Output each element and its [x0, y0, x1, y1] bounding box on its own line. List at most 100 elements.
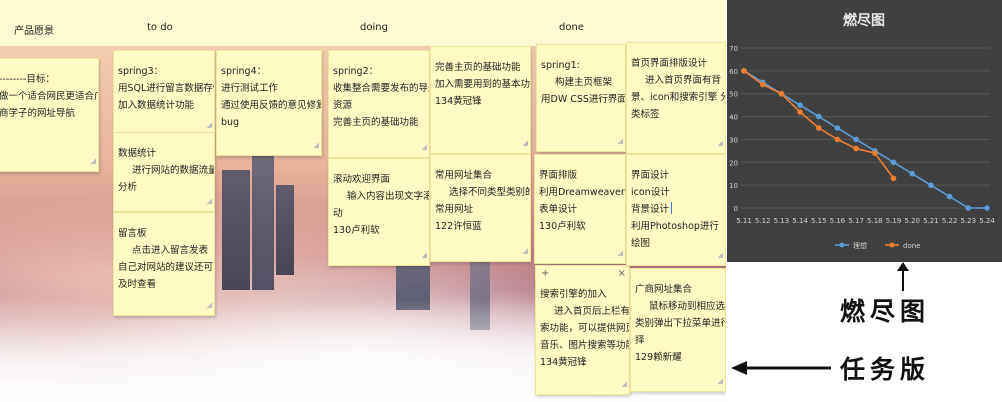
y-tick-label: 0	[734, 205, 738, 213]
note-line: 首页界面排版设计	[631, 58, 708, 69]
legend-label: done	[903, 242, 920, 250]
note-layout[interactable]: 界面排版利用Dreamweaver进行表单设计130卢利软◢	[534, 154, 626, 264]
data-point	[834, 136, 841, 143]
data-point	[984, 205, 990, 211]
note-line: spring3：	[118, 66, 164, 77]
resize-grip-icon[interactable]: ◢	[206, 121, 212, 129]
note-line: 资源	[333, 100, 353, 111]
note-line: 构建主页框架	[555, 77, 613, 88]
note-line: spring4：	[221, 66, 267, 77]
col-backlog-title: 产品愿景	[14, 26, 54, 37]
note-line: 进行网站的数据流量	[132, 165, 215, 176]
data-point	[909, 170, 916, 177]
note-line: 做一个适合网民更适合广	[0, 91, 99, 102]
resize-grip-icon[interactable]: ◢	[421, 251, 427, 259]
note-toolbar: +×	[536, 266, 629, 279]
note-line: 选择不同类型类别的	[449, 187, 531, 198]
note-line: 完善主页的基础功能	[435, 62, 521, 73]
note-line: 通过使用反馈的意见修复	[221, 100, 322, 111]
note-line: 利用Photoshop进行	[631, 221, 719, 232]
resize-grip-icon[interactable]: ◢	[313, 141, 319, 149]
resize-grip-icon[interactable]: ◢	[617, 137, 623, 145]
resize-grip-icon[interactable]: ◢	[717, 251, 723, 259]
resize-grip-icon[interactable]: ◢	[206, 197, 212, 205]
resize-grip-icon[interactable]: ◢	[421, 143, 427, 151]
y-tick-label: 60	[729, 68, 738, 76]
resize-grip-icon[interactable]: ◢	[90, 157, 96, 165]
note-line: bug	[221, 117, 240, 128]
resize-grip-icon[interactable]: ◢	[522, 247, 528, 255]
x-tick-label: 5.17	[848, 217, 864, 225]
resize-grip-icon[interactable]: ◢	[522, 139, 528, 147]
resize-grip-icon[interactable]: ◢	[206, 301, 212, 309]
city-tower	[276, 185, 294, 275]
x-tick-label: 5.14	[792, 217, 808, 225]
resize-grip-icon[interactable]: ◢	[717, 377, 723, 385]
col-todo-title: to do	[147, 22, 173, 33]
chart-title: 燃尽图	[843, 12, 885, 29]
legend-label: 理想	[853, 241, 867, 250]
note-line: 类标签	[631, 109, 660, 120]
data-point	[928, 182, 934, 188]
col-doing-title: doing	[360, 22, 388, 33]
x-tick-label: 5.21	[923, 217, 939, 225]
note-line: 数据统计	[118, 148, 157, 159]
note-goal[interactable]: --------目标：做一个适合网民更适合广商学子的网址导航◢	[0, 58, 99, 172]
resize-grip-icon[interactable]: ◢	[717, 139, 723, 147]
note-guestbook[interactable]: 留言板点击进入留言发表自己对网站的建议还可以及时查看◢	[113, 212, 215, 316]
callout-taskboard: 任务版	[840, 355, 931, 384]
note-line: icon设计	[631, 187, 670, 198]
note-line: 常用网址	[435, 204, 474, 215]
series-line-0	[743, 70, 987, 209]
note-line: 进入首页后上栏有搜	[554, 306, 630, 317]
data-point	[965, 205, 972, 211]
note-stats[interactable]: 数据统计进行网站的数据流量分析 ◢	[113, 132, 215, 212]
note-line: 常用网址集合	[435, 170, 493, 181]
close-note-button[interactable]: ×	[617, 268, 626, 279]
note-line: 动	[333, 208, 343, 219]
note-line: 择	[635, 335, 645, 346]
note-line: 索功能，可以提供网页、	[540, 323, 629, 334]
x-tick-label: 5.23	[961, 217, 977, 225]
city-tower	[222, 170, 250, 290]
data-point	[872, 150, 878, 156]
x-tick-label: 5.12	[755, 217, 771, 225]
note-line: 130卢利软	[333, 225, 380, 236]
board-header: 产品愿景 to do doing done	[0, 0, 726, 46]
note-sprint3[interactable]: spring3：用SQL进行留言数据存储加入数据统计功能◢	[113, 50, 215, 136]
x-tick-label: 5.11	[736, 217, 752, 225]
callout-burndown: 燃尽图	[840, 297, 931, 326]
note-line: 分析	[118, 182, 138, 193]
y-tick-label: 20	[729, 159, 738, 167]
arrow-up-icon	[897, 262, 909, 291]
note-line: 界面排版	[539, 170, 578, 181]
data-point	[890, 175, 897, 182]
note-line: 收集整合需要发布的导航	[333, 83, 430, 94]
note-line: 完善主页的基础功能	[333, 117, 419, 128]
y-tick-label: 70	[729, 45, 738, 53]
x-tick-label: 5.15	[811, 217, 827, 225]
data-point	[946, 193, 953, 200]
note-line: spring1:	[541, 60, 580, 71]
chart-background	[727, 0, 1002, 262]
city-tower	[252, 150, 274, 290]
note-home-design[interactable]: 首页界面排版设计进入首页界面有背景、icon和搜索引擎 分类标签◢	[626, 42, 726, 154]
data-point	[778, 90, 785, 97]
note-guangshang-urls[interactable]: 广商网址集合鼠标移动到相应选择类别弹出下拉菜单进行选择129赖新耀◢	[630, 268, 726, 392]
note-sprint2[interactable]: spring2：收集整合需要发布的导航资源完善主页的基础功能◢	[328, 50, 430, 158]
note-search-engine[interactable]: +×搜索引擎的加入进入首页后上栏有搜索功能，可以提供网页、音乐、图片搜索等功能1…	[535, 265, 630, 395]
resize-grip-icon[interactable]: ◢	[617, 249, 623, 257]
add-note-button[interactable]: +	[541, 268, 550, 279]
legend-marker	[839, 242, 845, 248]
note-line: 用SQL进行留言数据存储	[118, 83, 215, 94]
data-point	[797, 109, 803, 115]
data-point	[834, 125, 841, 131]
note-line: 类别弹出下拉菜单进行选	[635, 318, 725, 329]
resize-grip-icon[interactable]: ◢	[621, 380, 627, 388]
